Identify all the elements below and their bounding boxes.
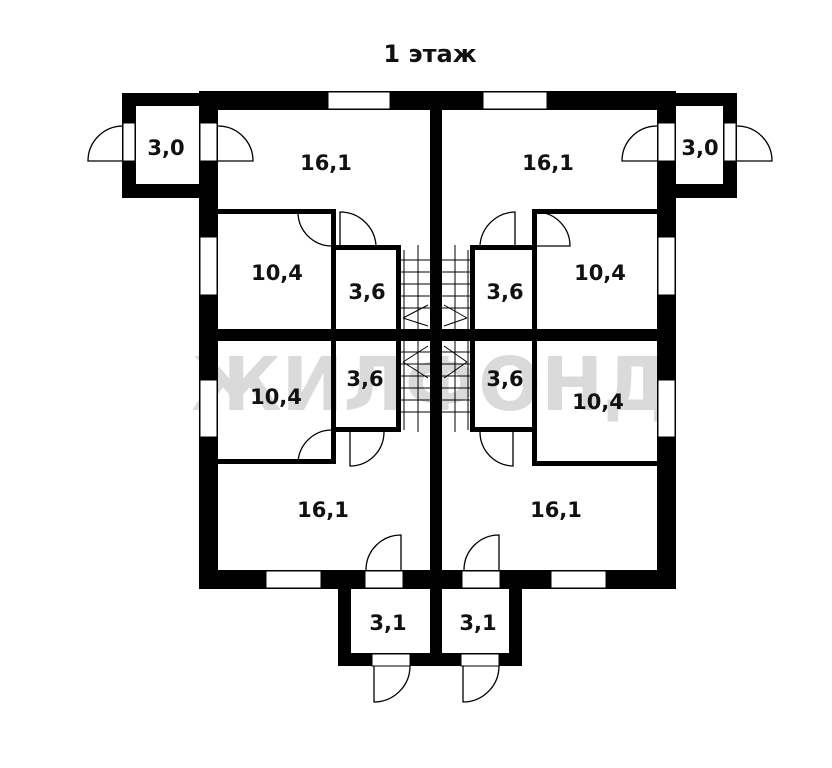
room-label: 16,1: [522, 151, 574, 175]
room-label: 16,1: [297, 498, 349, 522]
room-label: 3,6: [348, 280, 385, 304]
room-label: 3,1: [369, 611, 406, 635]
doors: [87, 122, 773, 703]
room-label: 16,1: [300, 151, 352, 175]
room-label: 10,4: [574, 261, 626, 285]
room-label: 3,6: [346, 367, 383, 391]
floor-title: 1 этаж: [383, 40, 476, 68]
room-label: 10,4: [251, 261, 303, 285]
room-label: 10,4: [572, 390, 624, 414]
room-label: 10,4: [250, 385, 302, 409]
windows: [199, 91, 676, 589]
room-label: 3,0: [147, 136, 184, 160]
room-label: 3,6: [486, 367, 523, 391]
room-label: 3,6: [486, 280, 523, 304]
room-label: 3,1: [459, 611, 496, 635]
room-label: 16,1: [530, 498, 582, 522]
room-labels: 3,0 3,0 16,1 16,1 10,4 10,4 3,6 3,6 3,6 …: [147, 136, 718, 635]
stairs: [401, 245, 470, 432]
room-label: 3,0: [681, 136, 718, 160]
